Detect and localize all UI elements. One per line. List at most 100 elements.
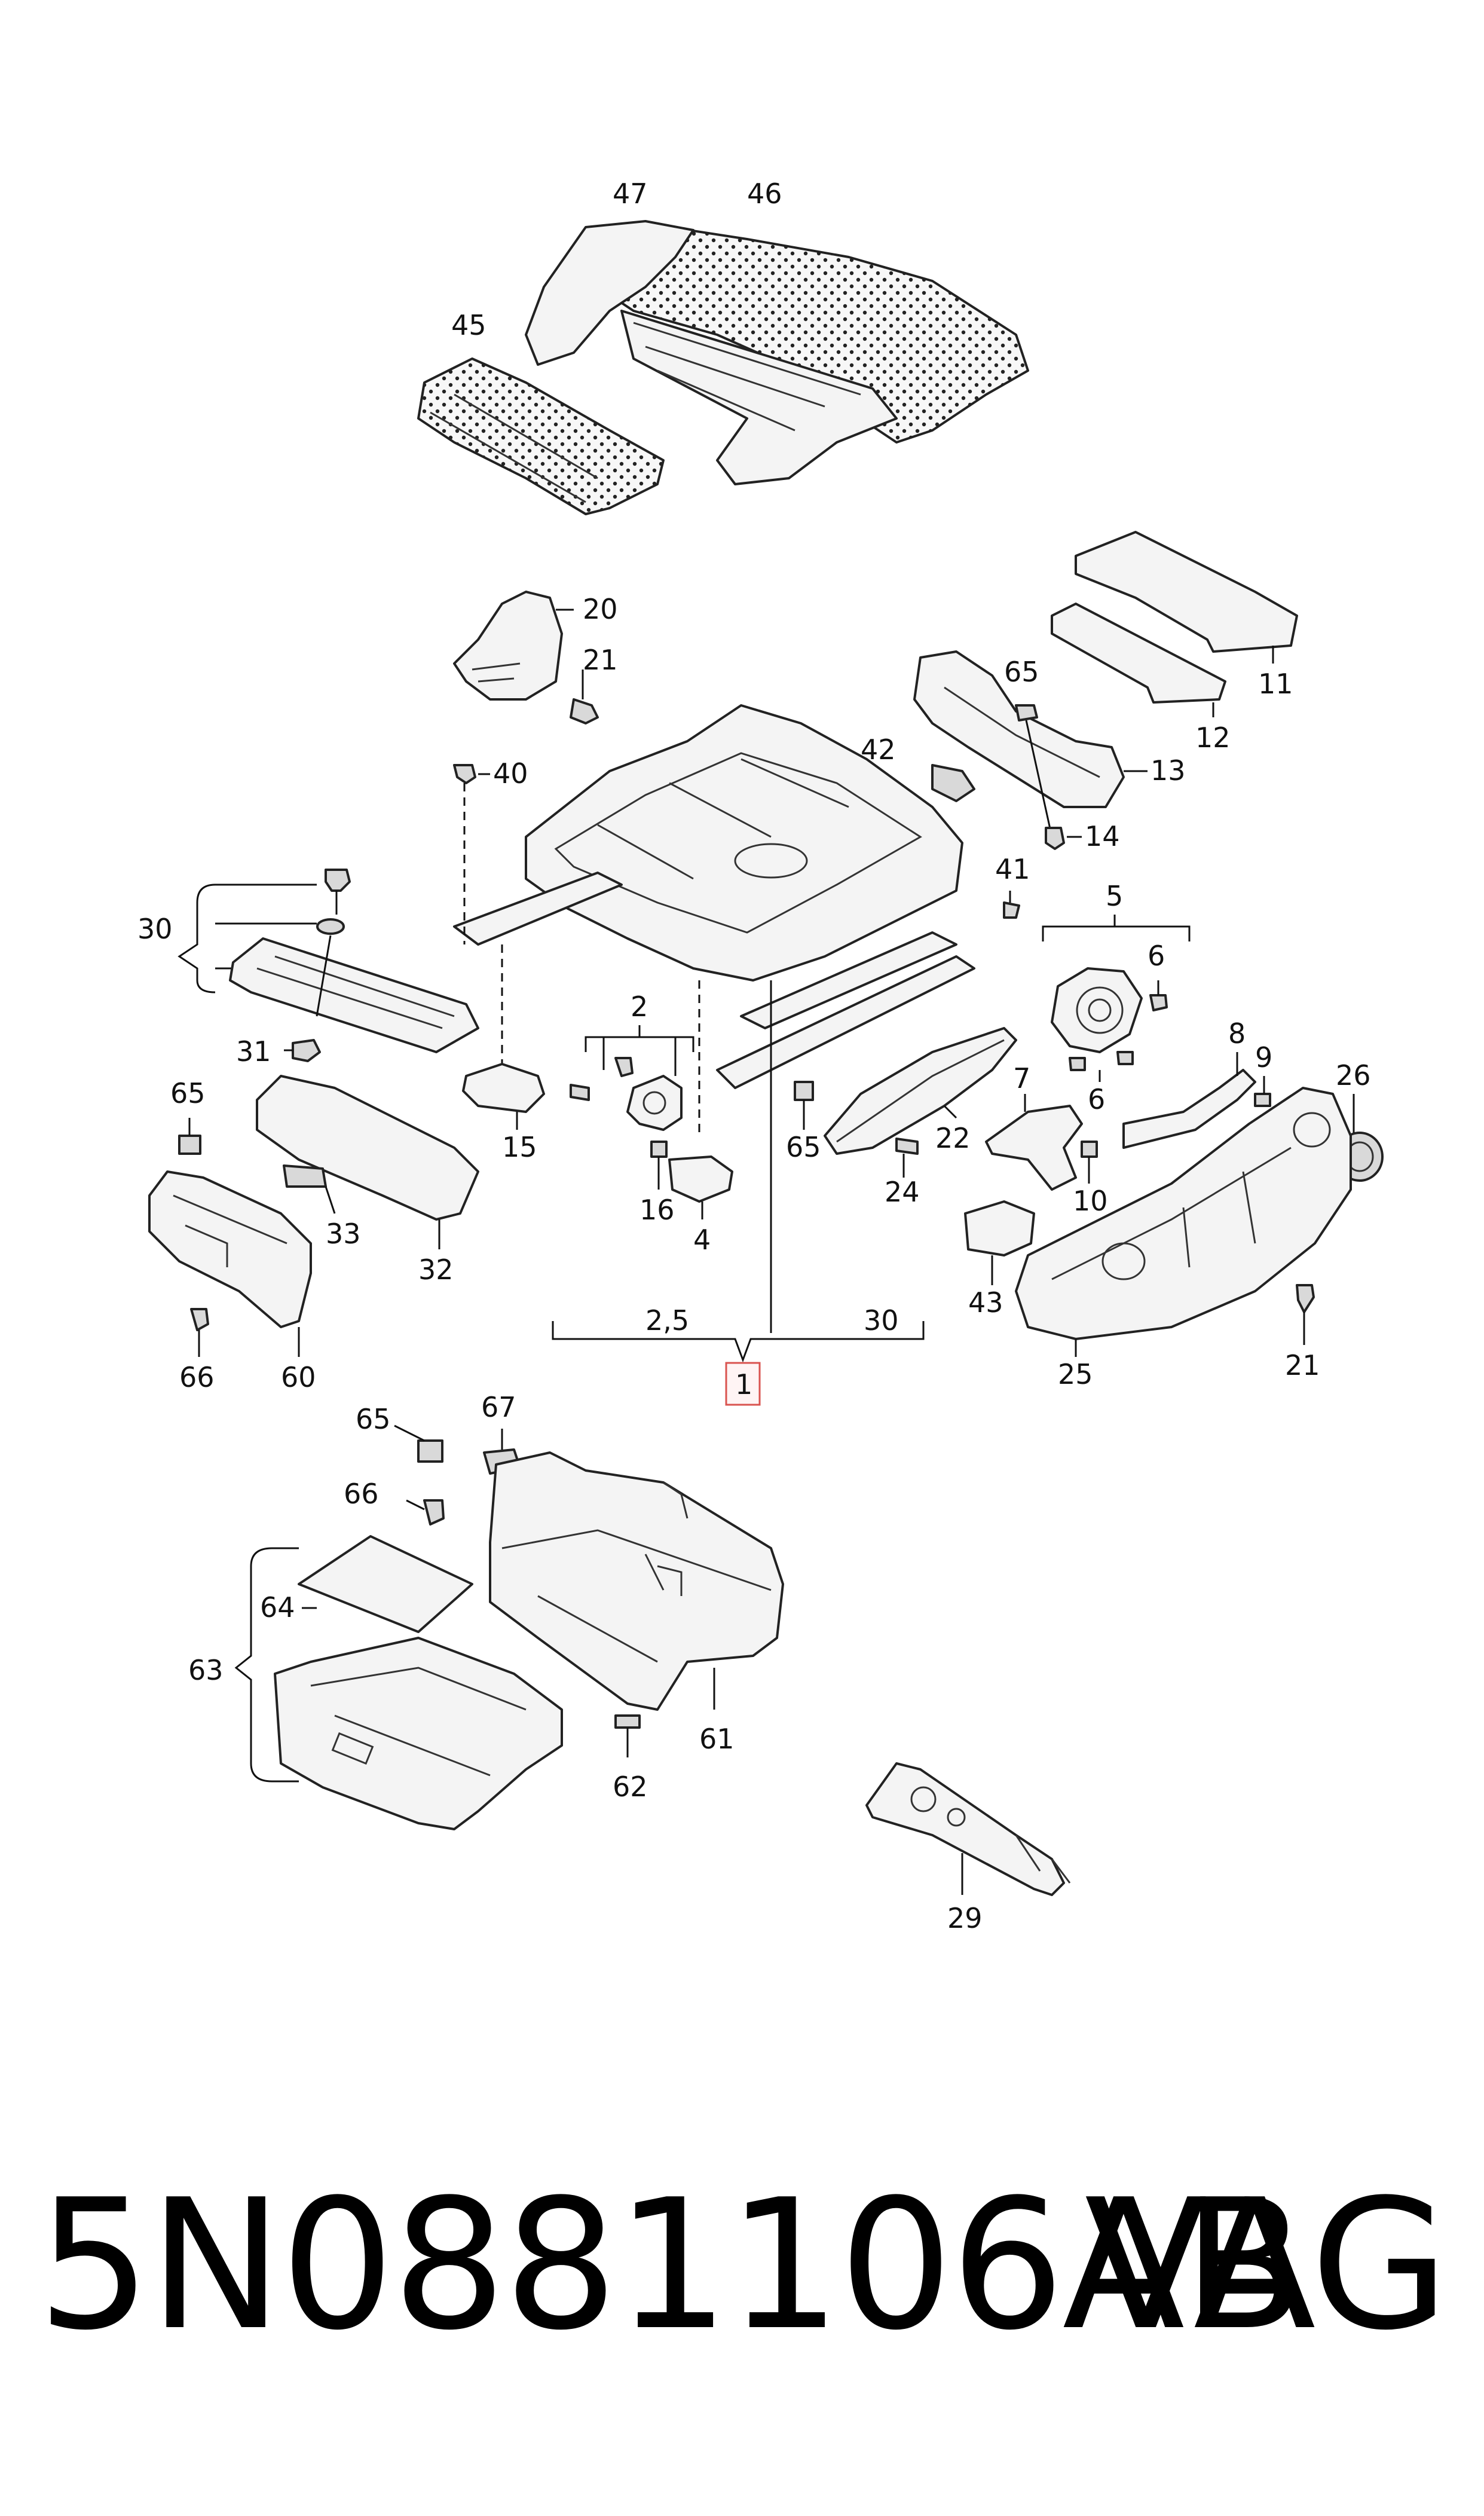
callout-1: 1 bbox=[735, 1368, 752, 1401]
cushion-side-wall bbox=[620, 310, 898, 485]
drawer-63[interactable] bbox=[274, 1637, 563, 1830]
callout-65-drawer: 65 bbox=[356, 1403, 391, 1435]
mechanism-13[interactable] bbox=[913, 650, 1125, 808]
trim-group bbox=[148, 1075, 479, 1357]
callout-43: 43 bbox=[968, 1286, 1003, 1319]
cushion-front-45[interactable] bbox=[417, 357, 665, 515]
callout-15: 15 bbox=[502, 1131, 537, 1163]
callout-26: 26 bbox=[1336, 1059, 1371, 1092]
part-number: 5N0881106AB bbox=[37, 2161, 1305, 2370]
drawer-housing-61[interactable] bbox=[489, 1451, 784, 1711]
brand-label: VAG bbox=[1084, 2161, 1449, 2370]
screw-2a[interactable] bbox=[614, 1057, 634, 1077]
seat-rail-center[interactable] bbox=[740, 931, 957, 1029]
clip-65-drawer[interactable] bbox=[417, 1439, 443, 1463]
callout-6-upper: 6 bbox=[1148, 940, 1165, 972]
callout-21-side: 21 bbox=[1285, 1349, 1320, 1381]
screw-6-lower[interactable] bbox=[1069, 1057, 1086, 1071]
seat-cushion-group bbox=[417, 220, 1029, 515]
callout-11: 11 bbox=[1258, 668, 1293, 700]
callout-21-top: 21 bbox=[583, 644, 618, 676]
trim-32[interactable] bbox=[256, 1075, 479, 1221]
cover-15[interactable] bbox=[462, 1063, 545, 1113]
switch-43[interactable] bbox=[964, 1200, 1035, 1257]
clip-16[interactable] bbox=[650, 1141, 668, 1158]
screw-9[interactable] bbox=[1254, 1093, 1271, 1107]
cover-11[interactable] bbox=[1075, 531, 1298, 653]
bracket-set-30 bbox=[178, 869, 479, 1062]
motor-2[interactable] bbox=[626, 1075, 683, 1131]
clip-65-mid[interactable] bbox=[794, 1081, 814, 1101]
nut-31[interactable] bbox=[292, 1039, 321, 1062]
callout-30-left: 30 bbox=[137, 913, 173, 945]
screw-6-upper[interactable] bbox=[1149, 994, 1168, 1011]
grease-tube-29[interactable] bbox=[865, 1762, 1065, 1896]
handle-7[interactable] bbox=[985, 1105, 1083, 1191]
motor-5[interactable] bbox=[1051, 967, 1143, 1053]
callout-29: 29 bbox=[947, 1902, 983, 1934]
callout-31: 31 bbox=[236, 1035, 271, 1068]
cover-4[interactable] bbox=[668, 1155, 733, 1203]
callout-2-5: 2,5 bbox=[645, 1304, 689, 1337]
screw-30[interactable] bbox=[325, 869, 351, 892]
callout-labels: 47 46 45 20 21 40 11 12 65 42 13 14 41 5… bbox=[137, 178, 1371, 1934]
clip-62[interactable] bbox=[614, 1714, 641, 1729]
callout-47: 47 bbox=[613, 178, 648, 210]
clip-33[interactable] bbox=[283, 1164, 327, 1188]
callout-65-left: 65 bbox=[170, 1077, 206, 1109]
callout-32: 32 bbox=[418, 1254, 454, 1286]
connector-42[interactable] bbox=[931, 764, 975, 802]
screw-21-side[interactable] bbox=[1296, 1284, 1315, 1313]
screw-21-top[interactable] bbox=[570, 698, 599, 724]
screw-14[interactable] bbox=[1045, 827, 1065, 850]
mount-plate-30[interactable] bbox=[229, 937, 479, 1053]
screw-41[interactable] bbox=[1003, 901, 1020, 919]
callout-60: 60 bbox=[281, 1361, 316, 1393]
cover-12[interactable] bbox=[1051, 603, 1226, 704]
drawer-group bbox=[234, 1424, 784, 1830]
cable-group-22 bbox=[770, 980, 1017, 1333]
item-1-box[interactable] bbox=[725, 1362, 761, 1406]
side-bracket-20[interactable] bbox=[453, 591, 563, 701]
callout-63: 63 bbox=[188, 1654, 224, 1686]
mechanism-group-13 bbox=[913, 650, 1148, 850]
clip-65-left[interactable] bbox=[178, 1135, 201, 1155]
side-trim-group bbox=[964, 1087, 1352, 1357]
seat-rail-right[interactable] bbox=[716, 955, 975, 1089]
lever-8[interactable] bbox=[1122, 1069, 1256, 1149]
callout-33: 33 bbox=[326, 1218, 361, 1250]
clip-10[interactable] bbox=[1081, 1141, 1098, 1158]
callout-5: 5 bbox=[1106, 880, 1123, 912]
screw-2b[interactable] bbox=[570, 1084, 590, 1101]
screw-40[interactable] bbox=[453, 764, 476, 784]
item-1-bracket bbox=[552, 1321, 925, 1406]
callout-30-bottom: 30 bbox=[864, 1304, 899, 1337]
callout-13: 13 bbox=[1151, 754, 1186, 787]
clip-65-top[interactable] bbox=[1015, 704, 1038, 722]
cushion-pad-46[interactable] bbox=[596, 226, 1029, 444]
seat-frame-group bbox=[453, 704, 975, 1089]
callout-65-top: 65 bbox=[1004, 656, 1039, 688]
callout-8: 8 bbox=[1228, 1017, 1246, 1050]
motor-group-2 bbox=[462, 944, 733, 1219]
washer-30[interactable] bbox=[316, 918, 345, 935]
callout-9: 9 bbox=[1255, 1041, 1272, 1074]
callout-67: 67 bbox=[481, 1391, 516, 1423]
callout-66-left: 66 bbox=[179, 1361, 215, 1393]
callout-4: 4 bbox=[693, 1224, 711, 1256]
callout-14: 14 bbox=[1085, 820, 1120, 852]
seat-frame-1[interactable] bbox=[525, 704, 963, 982]
cable-22[interactable] bbox=[824, 1027, 1017, 1155]
seat-rail-left[interactable] bbox=[453, 872, 623, 946]
callout-41: 41 bbox=[995, 853, 1030, 885]
screw-66-left[interactable] bbox=[190, 1308, 209, 1331]
screw-24[interactable] bbox=[895, 1138, 919, 1155]
cushion-frame-47[interactable] bbox=[525, 220, 694, 366]
screw-6-lower-b[interactable] bbox=[1116, 1051, 1134, 1065]
callout-24: 24 bbox=[885, 1176, 920, 1208]
mat-64[interactable] bbox=[298, 1535, 473, 1633]
callout-66-drawer: 66 bbox=[344, 1478, 379, 1510]
handle-60[interactable] bbox=[148, 1170, 312, 1328]
screw-66-drawer[interactable] bbox=[423, 1499, 445, 1526]
callout-25: 25 bbox=[1058, 1358, 1093, 1390]
